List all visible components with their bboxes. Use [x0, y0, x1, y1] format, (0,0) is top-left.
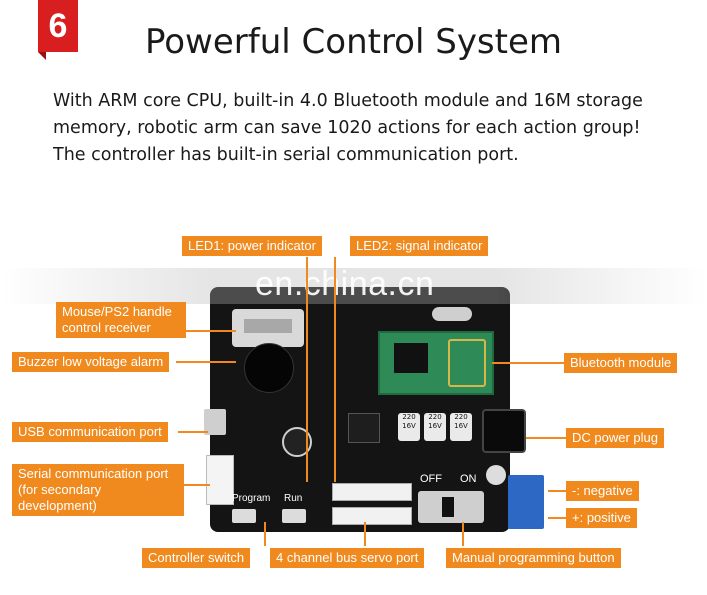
- controller-board: 220 16V 220 16V 220 16V OFF ON Program R…: [204, 287, 544, 532]
- capacitor: [486, 465, 506, 485]
- section-number-badge: 6: [38, 0, 78, 60]
- watermark-text: en.china.cn: [255, 265, 435, 303]
- usb-port: [204, 409, 226, 435]
- capacitor: 220 16V: [398, 413, 420, 441]
- servo-port: [332, 483, 412, 501]
- label-negative: -: negative: [566, 481, 639, 501]
- description-line: With ARM core CPU, built-in 4.0 Bluetoot…: [53, 91, 643, 111]
- page-title: Powerful Control System: [144, 22, 563, 62]
- crystal: [432, 307, 472, 321]
- label-bluetooth: Bluetooth module: [564, 353, 678, 373]
- callout-line: [178, 431, 208, 433]
- capacitor: 220 16V: [450, 413, 472, 441]
- switch-off-label: OFF: [420, 473, 442, 485]
- label-receiver: Mouse/PS2 handle control receiver: [56, 302, 186, 338]
- bluetooth-chip: [394, 343, 428, 373]
- callout-line: [548, 517, 566, 519]
- label-usb: USB communication port: [12, 422, 168, 442]
- callout-line: [548, 490, 566, 492]
- label-serial: Serial communication port (for secondary…: [12, 464, 184, 516]
- callout-line: [306, 257, 308, 482]
- label-led2: LED2: signal indicator: [350, 236, 489, 256]
- regulator: [348, 413, 380, 443]
- dc-jack: [482, 409, 526, 453]
- power-terminal: [508, 475, 544, 529]
- run-button: [282, 509, 306, 523]
- callout-line: [492, 362, 564, 364]
- callout-line: [186, 330, 236, 332]
- run-label: Run: [284, 493, 303, 504]
- label-buzzer: Buzzer low voltage alarm: [12, 352, 170, 372]
- receiver-slot: [244, 319, 292, 333]
- description-line: The controller has built-in serial commu…: [53, 145, 519, 165]
- switch-on-label: ON: [460, 473, 477, 485]
- callout-line: [334, 257, 336, 482]
- label-switch: Controller switch: [142, 548, 251, 568]
- servo-port: [332, 507, 412, 525]
- callout-line: [462, 522, 464, 546]
- callout-line: [176, 361, 236, 363]
- watermark-band: en.china.cn: [0, 265, 707, 304]
- buzzer: [244, 343, 294, 393]
- label-servo: 4 channel bus servo port: [270, 548, 425, 568]
- description: With ARM core CPU, built-in 4.0 Bluetoot…: [53, 88, 693, 169]
- callout-line: [526, 437, 566, 439]
- callout-line: [264, 522, 266, 546]
- label-dc: DC power plug: [566, 428, 664, 448]
- label-programming: Manual programming button: [446, 548, 621, 568]
- program-button: [232, 509, 256, 523]
- callout-line: [364, 522, 366, 546]
- description-line: memory, robotic arm can save 1020 action…: [53, 118, 641, 138]
- label-led1: LED1: power indicator: [182, 236, 322, 256]
- label-positive: +: positive: [566, 508, 637, 528]
- power-switch-toggle: [442, 497, 454, 517]
- bluetooth-antenna: [448, 339, 486, 387]
- program-label: Program: [232, 493, 271, 504]
- callout-line: [180, 484, 210, 486]
- serial-header: [206, 455, 234, 505]
- capacitor: 220 16V: [424, 413, 446, 441]
